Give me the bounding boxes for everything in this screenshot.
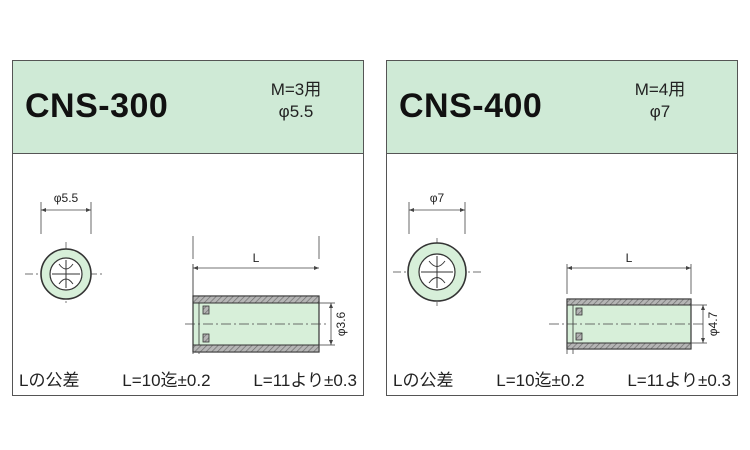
card-header: CNS-400 M=4用 φ7	[387, 61, 737, 154]
product-title: CNS-300	[25, 87, 169, 125]
tolerance-label: Lの公差	[393, 371, 454, 390]
tolerance-short: L=10迄±0.2	[496, 371, 585, 390]
product-spec: M=3用 φ5.5	[241, 79, 351, 123]
screw-size: M=4用	[634, 80, 686, 99]
tolerance-note: Lの公差 L=10迄±0.2 L=11より±0.3	[19, 366, 357, 391]
length-label: L	[626, 251, 633, 265]
card-header: CNS-300 M=3用 φ5.5	[13, 61, 363, 154]
screw-size: M=3用	[270, 80, 322, 99]
inner-diameter-label: φ3.6	[334, 311, 348, 336]
technical-drawing: φ7 L φ4.7	[393, 191, 720, 354]
inner-diameter-label: φ4.7	[706, 311, 720, 336]
product-card-cns-400: CNS-400 M=4用 φ7 φ7	[386, 60, 738, 396]
tolerance-note: Lの公差 L=10迄±0.2 L=11より±0.3	[393, 366, 731, 391]
technical-drawing: φ5.5 L	[25, 191, 348, 354]
front-view: φ7	[393, 191, 481, 306]
product-spec: M=4用 φ7	[605, 79, 715, 123]
outer-diameter: φ5.5	[278, 102, 314, 121]
side-view: L φ4.7 1	[549, 251, 720, 354]
front-diameter-label: φ5.5	[54, 191, 79, 205]
length-label: L	[253, 251, 260, 265]
tolerance-label: Lの公差	[19, 371, 80, 390]
side-view: L φ3.6 1	[185, 236, 348, 354]
front-diameter-label: φ7	[430, 191, 445, 205]
outer-diameter: φ7	[649, 102, 671, 121]
tolerance-long: L=11より±0.3	[627, 371, 731, 390]
front-view: φ5.5	[25, 191, 105, 306]
tolerance-short: L=10迄±0.2	[122, 371, 211, 390]
product-title: CNS-400	[399, 87, 543, 125]
product-card-cns-300: CNS-300 M=3用 φ5.5 φ5.5	[12, 60, 364, 396]
tolerance-long: L=11より±0.3	[253, 371, 357, 390]
